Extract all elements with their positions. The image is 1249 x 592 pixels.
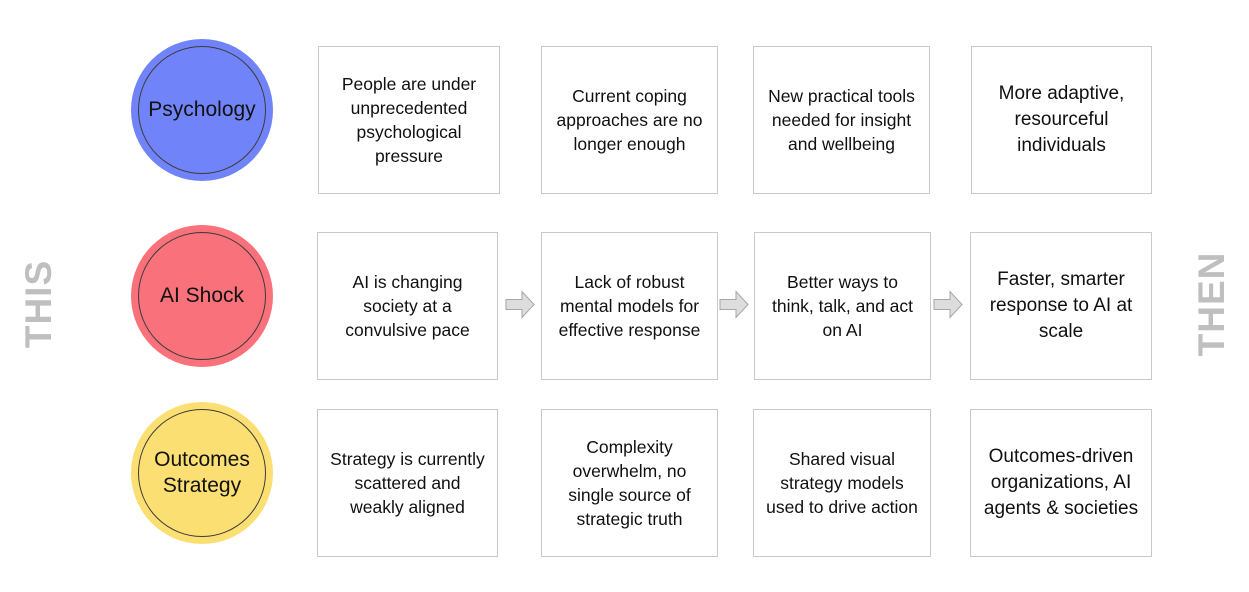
circle-label: Psychology <box>148 97 256 121</box>
text-box[interactable]: More adaptive, resourceful individuals <box>971 46 1152 194</box>
text-box[interactable]: AI is changing society at a convulsive p… <box>317 232 498 380</box>
circle-outcomes-strategy[interactable]: Outcomes Strategy <box>131 402 273 544</box>
text-box[interactable]: New practical tools needed for insight a… <box>753 46 930 194</box>
text-box[interactable]: Better ways to think, talk, and act on A… <box>754 232 931 380</box>
circle-ai-shock[interactable]: AI Shock <box>131 225 273 367</box>
text-box[interactable]: Strategy is currently scattered and weak… <box>317 409 498 557</box>
circle-psychology[interactable]: Psychology <box>131 39 273 181</box>
text-box[interactable]: Current coping approaches are no longer … <box>541 46 718 194</box>
circle-label: Outcomes Strategy <box>154 447 250 497</box>
text-box[interactable]: Lack of robust mental models for effecti… <box>541 232 718 380</box>
right-block-arrow-icon <box>719 290 749 319</box>
text-box[interactable]: Complexity overwhelm, no single source o… <box>541 409 718 557</box>
text-box[interactable]: Outcomes-driven organizations, AI agents… <box>970 409 1152 557</box>
right-block-arrow-icon <box>505 290 535 319</box>
text-box[interactable]: People are under unprecedented psycholog… <box>318 46 500 194</box>
diagram-row-outcomes-strategy: Outcomes Strategy Strategy is currently … <box>0 402 1249 563</box>
diagram-row-psychology: Psychology People are under unprecedente… <box>0 39 1249 200</box>
right-block-arrow-icon <box>933 290 963 319</box>
text-box[interactable]: Faster, smarter response to AI at scale <box>970 232 1152 380</box>
circle-label: AI Shock <box>159 283 245 307</box>
diagram-row-ai-shock: AI Shock AI is changing society at a con… <box>0 225 1249 386</box>
text-box[interactable]: Shared visual strategy models used to dr… <box>753 409 931 557</box>
